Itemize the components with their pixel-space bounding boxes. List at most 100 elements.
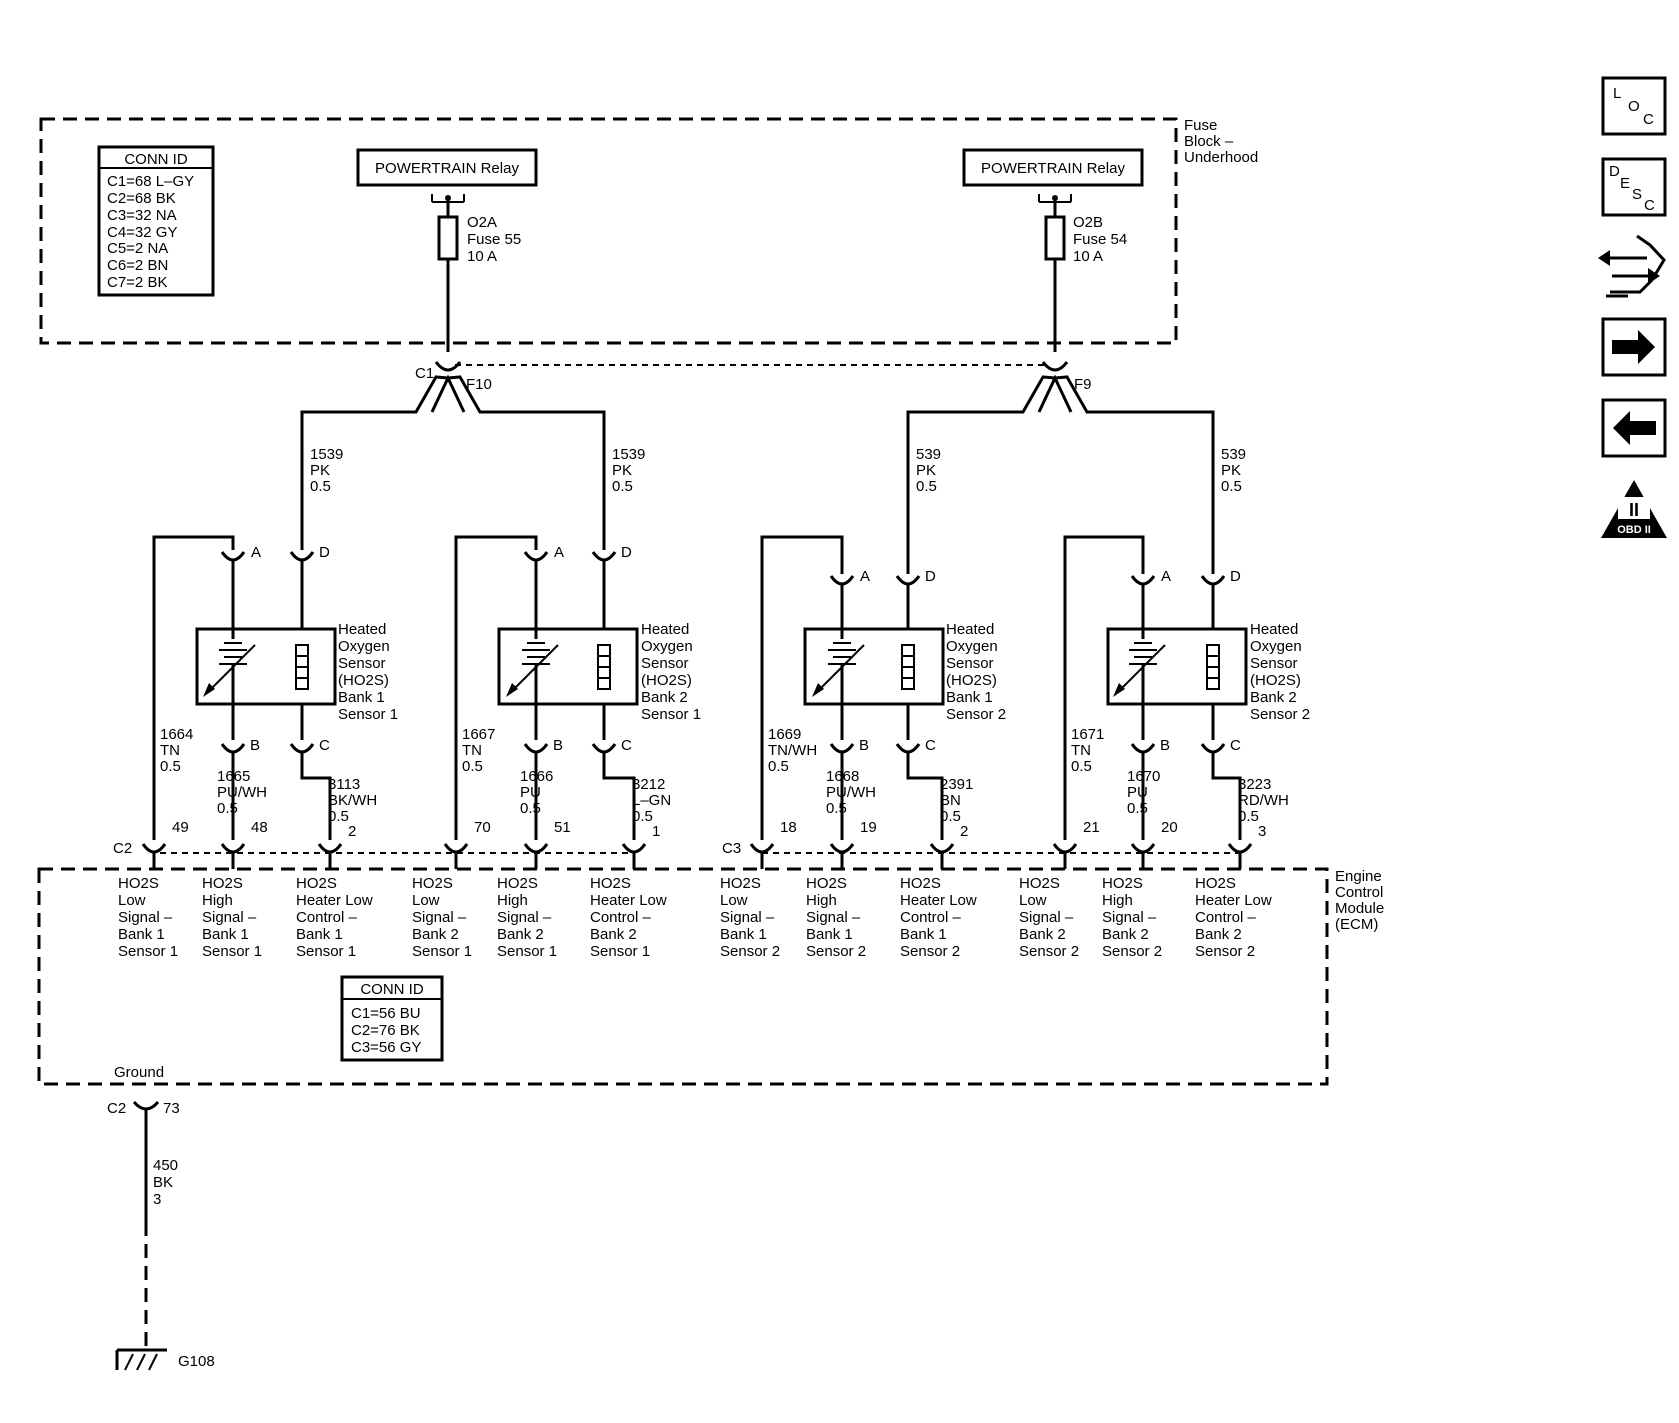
conn-id-entry: C5=2 NA (107, 240, 168, 257)
heater-wire-circuit: 3212 (632, 776, 665, 793)
feed-circuit: 1539 (612, 446, 645, 463)
sensor-label-line: Heated (1250, 621, 1298, 638)
heater-wire-size: 0.5 (632, 808, 653, 825)
ground-wire-circuit: 450 (153, 1157, 178, 1174)
nav-desc-letter: D (1609, 163, 1620, 180)
ecm-pin-number: 2 (348, 823, 356, 840)
sensor-label-line: (HO2S) (338, 672, 389, 689)
connector-tool-icon[interactable] (1598, 234, 1666, 298)
arrow-left-button[interactable] (1601, 398, 1667, 458)
connector-cup (1130, 843, 1156, 854)
nav-loc-button[interactable]: L O C (1601, 76, 1667, 136)
pin-b-label: B (859, 737, 869, 754)
conn-id-box-ecm: CONN ID C1=56 BU C2=76 BK C3=56 GY (340, 975, 444, 1062)
sensor-label-line: (HO2S) (946, 672, 997, 689)
ecm-signal-label: Low (1019, 892, 1047, 909)
conn-id-title: CONN ID (124, 151, 188, 168)
ecm-signal-label: Sensor 2 (1102, 943, 1162, 960)
sensor-box (195, 627, 337, 706)
ecm-signal-label: Heater Low (590, 892, 667, 909)
sensors-layer: 1539PK0.5DAHeatedOxygenSensor(HO2S)Bank … (152, 415, 1310, 840)
sensor-label-line: Sensor (946, 655, 994, 672)
ecm-signal-label: Sensor 1 (590, 943, 650, 960)
connector-cup (141, 843, 167, 854)
low-wire-circuit: 1664 (160, 726, 193, 743)
ecm: Engine Control Module (ECM) C2 C3 49HO2S… (37, 819, 1384, 1371)
sensor-label-line: (HO2S) (1250, 672, 1301, 689)
splice-pin-f9: F9 (1074, 376, 1092, 393)
sensor-label-line: Oxygen (1250, 638, 1302, 655)
arrow-right-button[interactable] (1601, 317, 1667, 377)
feed-size: 0.5 (916, 478, 937, 495)
sensor-box (497, 627, 639, 706)
ecm-signal-label: Sensor 2 (806, 943, 866, 960)
connector-c2-label: C2 (113, 840, 132, 857)
obd-mark: II (1629, 500, 1639, 520)
obd-label: OBD II (1617, 524, 1651, 536)
ecm-signal-label: Signal – (118, 909, 173, 926)
fuse-block-outline (39, 117, 1178, 345)
feed-size: 0.5 (612, 478, 633, 495)
nav-desc-button[interactable]: D E S C (1601, 157, 1667, 217)
ecm-signal-label: Bank 2 (1195, 926, 1242, 943)
low-wire-color: TN (1071, 742, 1091, 759)
conn-id-entry: C7=2 BK (107, 274, 167, 291)
sensor-label-line: (HO2S) (641, 672, 692, 689)
connector-cup (443, 843, 469, 854)
connector-cup (829, 743, 855, 754)
ecm-signal-label: HO2S (412, 875, 453, 892)
ecm-signal-label: Low (720, 892, 748, 909)
ecm-signal-label: High (806, 892, 837, 909)
low-wire-circuit: 1669 (768, 726, 801, 743)
ecm-signal-label: Sensor 1 (412, 943, 472, 960)
conn-id-title: CONN ID (360, 981, 424, 998)
high-wire-circuit: 1668 (826, 768, 859, 785)
low-wire-color: TN/WH (768, 742, 817, 759)
obd-ii-button[interactable]: II OBD II (1601, 480, 1667, 538)
fuse-name: O2A (467, 214, 497, 231)
fuse-rating: 10 A (467, 248, 497, 265)
ecm-signal-label: Signal – (806, 909, 861, 926)
connector-cup (749, 843, 775, 854)
ecm-signal-label: Signal – (202, 909, 257, 926)
arrow-right-icon (1612, 330, 1655, 364)
ecm-signal-label: High (497, 892, 528, 909)
sensor-label-line: Oxygen (338, 638, 390, 655)
sensor-label-line: Heated (338, 621, 386, 638)
conn-id-entry: C2=76 BK (351, 1022, 420, 1039)
heater-control-wire (300, 752, 332, 840)
ecm-label-4: (ECM) (1335, 916, 1378, 933)
ecm-signal-label: HO2S (497, 875, 538, 892)
sensor-label-line: Oxygen (641, 638, 693, 655)
connector-cup (895, 575, 921, 586)
ecm-signal-label: Bank 1 (720, 926, 767, 943)
connector-c3-label: C3 (722, 840, 741, 857)
fuse-number: Fuse 54 (1073, 231, 1127, 248)
connector-cup (895, 743, 921, 754)
ecm-signal-label: Low (412, 892, 440, 909)
ecm-signal-label: HO2S (1102, 875, 1143, 892)
conn-id-entry: C2=68 BK (107, 190, 176, 207)
heater-wire-color: RD/WH (1238, 792, 1289, 809)
heater-wire-size: 0.5 (940, 808, 961, 825)
high-wire-size: 0.5 (826, 800, 847, 817)
low-wire-circuit: 1667 (462, 726, 495, 743)
connector-cup (1130, 743, 1156, 754)
pin-d-label: D (1230, 568, 1241, 585)
sensor-label-line: Oxygen (946, 638, 998, 655)
splice-pin-f10: F10 (466, 376, 492, 393)
pin-b-label: B (1160, 737, 1170, 754)
connector-cup (929, 843, 955, 854)
ecm-signal-label: Control – (296, 909, 358, 926)
sensor-label-line: Sensor (641, 655, 689, 672)
ecm-signal-label: Control – (590, 909, 652, 926)
ecm-signal-label: Bank 1 (118, 926, 165, 943)
pin-a-label: A (860, 568, 870, 585)
pin-c-label: C (319, 737, 330, 754)
conn-id-entry: C3=56 GY (351, 1039, 421, 1056)
